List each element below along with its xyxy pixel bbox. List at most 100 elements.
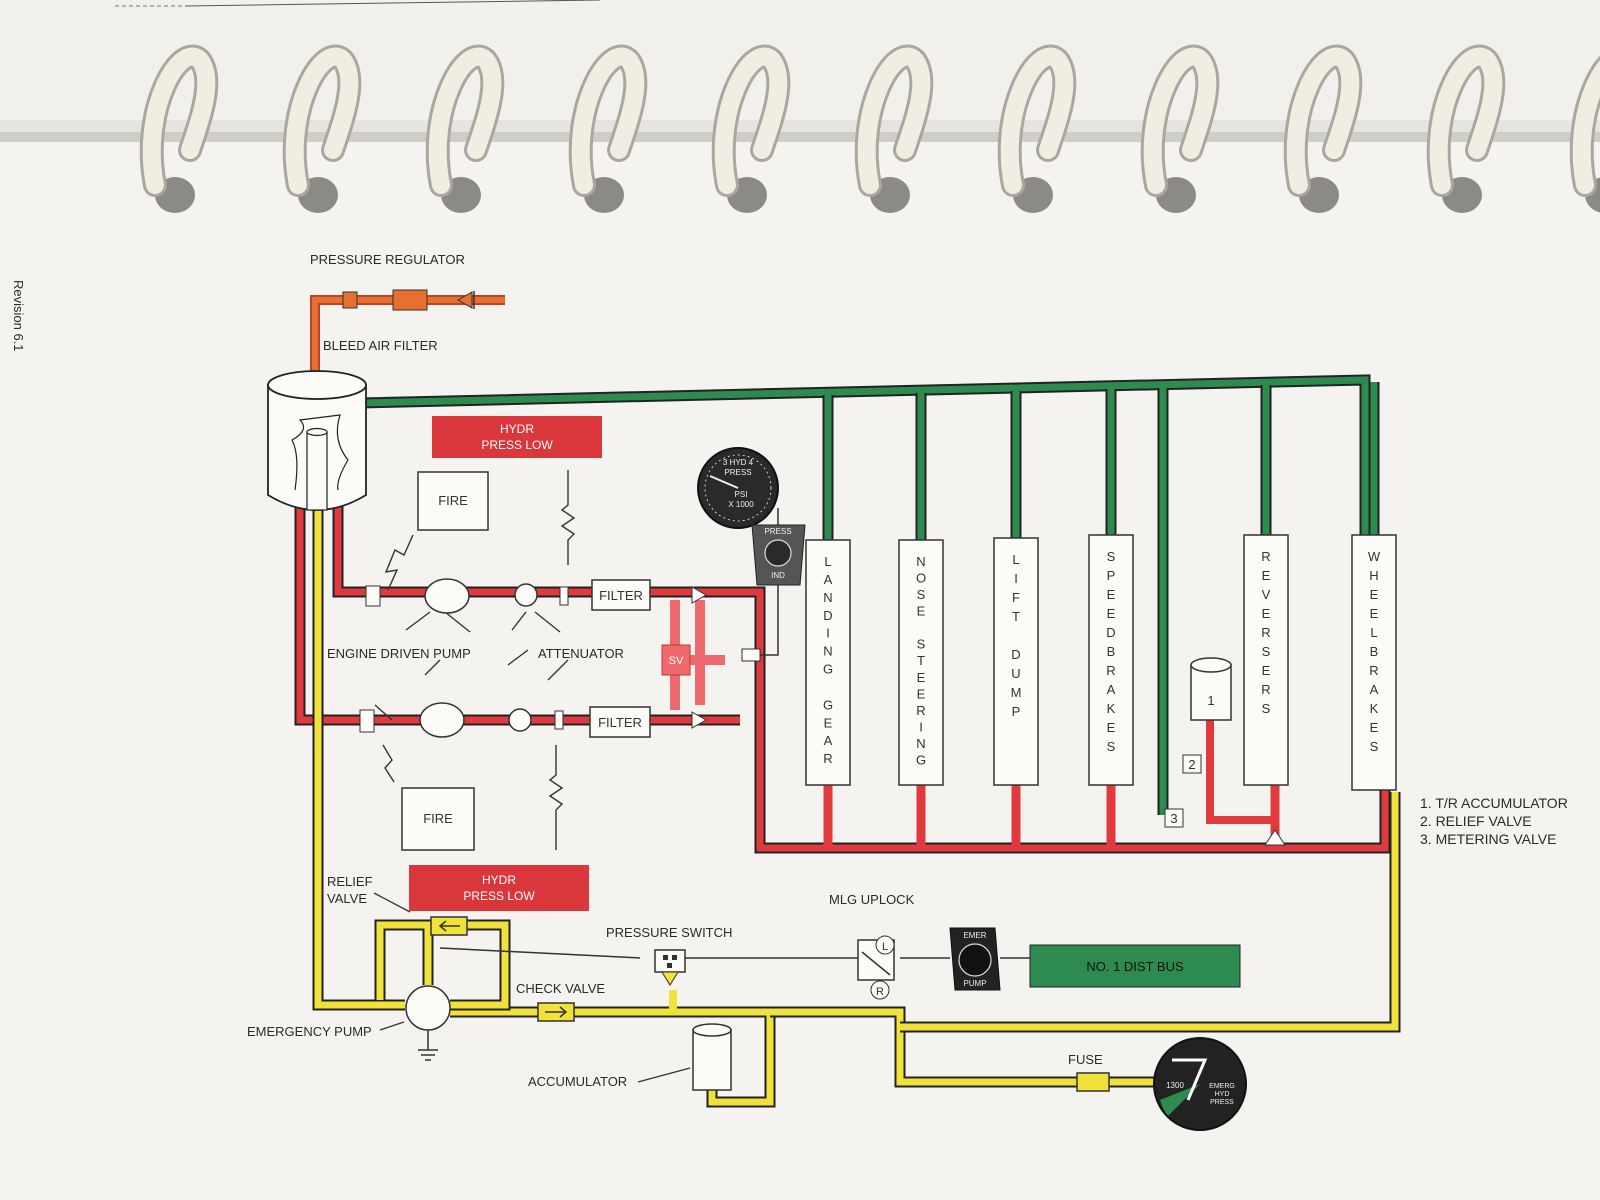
filter-upper: FILTER: [591, 579, 651, 611]
subsystem-letter: K: [1370, 701, 1379, 716]
binding-coil: [854, 44, 934, 213]
subsystem-letter: D: [1011, 647, 1020, 662]
subsystem-letter: I: [919, 719, 923, 734]
engine-driven-pump-2: [359, 702, 465, 738]
emergency-pump: [405, 985, 451, 1061]
gauge-sub: PRESS: [724, 468, 751, 477]
subsystem-letter: E: [1262, 606, 1271, 621]
binding-coil: [282, 44, 362, 213]
press-ind-light: PRESS IND: [751, 524, 806, 586]
legend-item-3: 3. METERING VALVE: [1420, 831, 1556, 847]
bleed-air-filter-label: BLEED AIR FILTER: [323, 338, 438, 353]
bleed-check-valve-icon: [456, 291, 473, 309]
mlg-uplock-label: MLG UPLOCK: [829, 892, 915, 907]
gauge-scale: X 1000: [728, 500, 754, 509]
emergency-fuse: [1076, 1072, 1110, 1092]
tr-accumulator: 1: [1190, 657, 1232, 721]
subsystem-letter: E: [1107, 720, 1116, 735]
binding-coil: [568, 44, 648, 213]
subsystem-letter: S: [1370, 739, 1379, 754]
subsystem-letter: E: [1370, 606, 1379, 621]
pressure-switch: [654, 949, 686, 986]
previous-page-line: [184, 0, 601, 7]
subsystem-letter: T: [917, 653, 925, 668]
hydr-press-low-upper-line1: HYDR: [500, 422, 534, 436]
filter-lower-label: FILTER: [598, 715, 642, 730]
subsystem-letter: R: [823, 751, 832, 766]
bleed-air-line: [310, 295, 505, 385]
subsystem-letter: S: [917, 587, 926, 602]
fuse-label: FUSE: [1068, 1052, 1103, 1067]
relief-valve-label-2: VALVE: [327, 891, 367, 906]
hydr-press-low-upper-line2: PRESS LOW: [481, 438, 553, 452]
filter-upper-label: FILTER: [599, 588, 643, 603]
emer-pump-switch[interactable]: EMER PUMP: [949, 927, 1001, 991]
subsystem-letter: V: [1262, 587, 1271, 602]
subsystem-letter: B: [1370, 644, 1379, 659]
pressure-regulator-label: PRESSURE REGULATOR: [310, 252, 465, 267]
relief-valve-label-1: RELIEF: [327, 874, 373, 889]
subsystem-letter: E: [1370, 720, 1379, 735]
subsystem-letter: S: [1107, 549, 1116, 564]
relief-valve-number: 2: [1188, 757, 1195, 772]
legend: 1. T/R ACCUMULATOR 2. RELIEF VALVE 3. ME…: [1420, 795, 1568, 847]
emerg-gauge-label-2: HYD: [1215, 1091, 1230, 1098]
subsystem-letter: W: [1368, 549, 1381, 564]
subsystem-letter: N: [823, 644, 832, 659]
filter-lower: FILTER: [589, 706, 651, 738]
subsystem-letter: B: [1107, 644, 1116, 659]
emer-pump-bottom: PUMP: [963, 979, 986, 988]
sv-label: SV: [669, 655, 684, 667]
tr-accumulator-number: 1: [1207, 693, 1214, 708]
press-ind-bottom: IND: [771, 571, 785, 580]
shutoff-valve-sv: SV: [661, 644, 691, 676]
bleed-air-filter: [392, 289, 428, 311]
gauge-unit: PSI: [735, 490, 748, 499]
emerg-gauge-label-3: PRESS: [1210, 1099, 1234, 1106]
engine-driven-pump-1: [365, 578, 470, 614]
subsystem-letter: E: [824, 715, 833, 730]
binding-coil: [1140, 44, 1220, 213]
subsystem-letter: M: [1011, 685, 1022, 700]
uplock-l-label: L: [882, 941, 888, 953]
dist-bus-label: NO. 1 DIST BUS: [1086, 959, 1184, 974]
supply-lines: [359, 374, 1380, 815]
page-shadow-top: [0, 132, 1600, 142]
hydr-press-low-lower: HYDR PRESS LOW: [409, 865, 589, 911]
attenuator-label: ATTENUATOR: [538, 646, 624, 661]
reverser-metering-valve: 3: [1164, 808, 1184, 828]
attenuator-1: [514, 583, 569, 607]
fire-upper-label: FIRE: [438, 493, 468, 508]
subsystem-letter: K: [1107, 701, 1116, 716]
subsystem-letter: G: [823, 662, 833, 677]
subsystem-letter: E: [917, 686, 926, 701]
attenuator-2: [508, 708, 564, 732]
subsystem-letter: E: [1262, 663, 1271, 678]
fire-shutoff-upper: FIRE: [417, 471, 489, 531]
binding-coil: [139, 44, 219, 213]
subsystem-letter: L: [1012, 552, 1019, 567]
mlg-uplock-switch: L R: [857, 935, 895, 1000]
binding-coil: [997, 44, 1077, 213]
subsystem-letter: P: [1012, 704, 1021, 719]
subsystem-letter: P: [1107, 568, 1116, 583]
binding-coil: [711, 44, 791, 213]
subsystem-letter: T: [1012, 609, 1020, 624]
subsystem-letter: S: [1262, 644, 1271, 659]
emergency-accumulator: [692, 1023, 732, 1091]
accumulator-label: ACCUMULATOR: [528, 1074, 627, 1089]
spiral-binding: [139, 44, 1600, 213]
binding-coil: [1569, 55, 1600, 213]
subsystem-letter: A: [824, 733, 833, 748]
pressure-transmitter: [741, 648, 761, 662]
emerg-gauge-label-1: EMERG: [1209, 1083, 1235, 1090]
hydr-press-low-lower-line1: HYDR: [482, 873, 516, 887]
check-valve-lower-icon: [691, 711, 708, 729]
hydr-press-low-upper: HYDR PRESS LOW: [432, 416, 602, 458]
subsystem-letter: N: [823, 590, 832, 605]
subsystem-letter: F: [1012, 590, 1020, 605]
